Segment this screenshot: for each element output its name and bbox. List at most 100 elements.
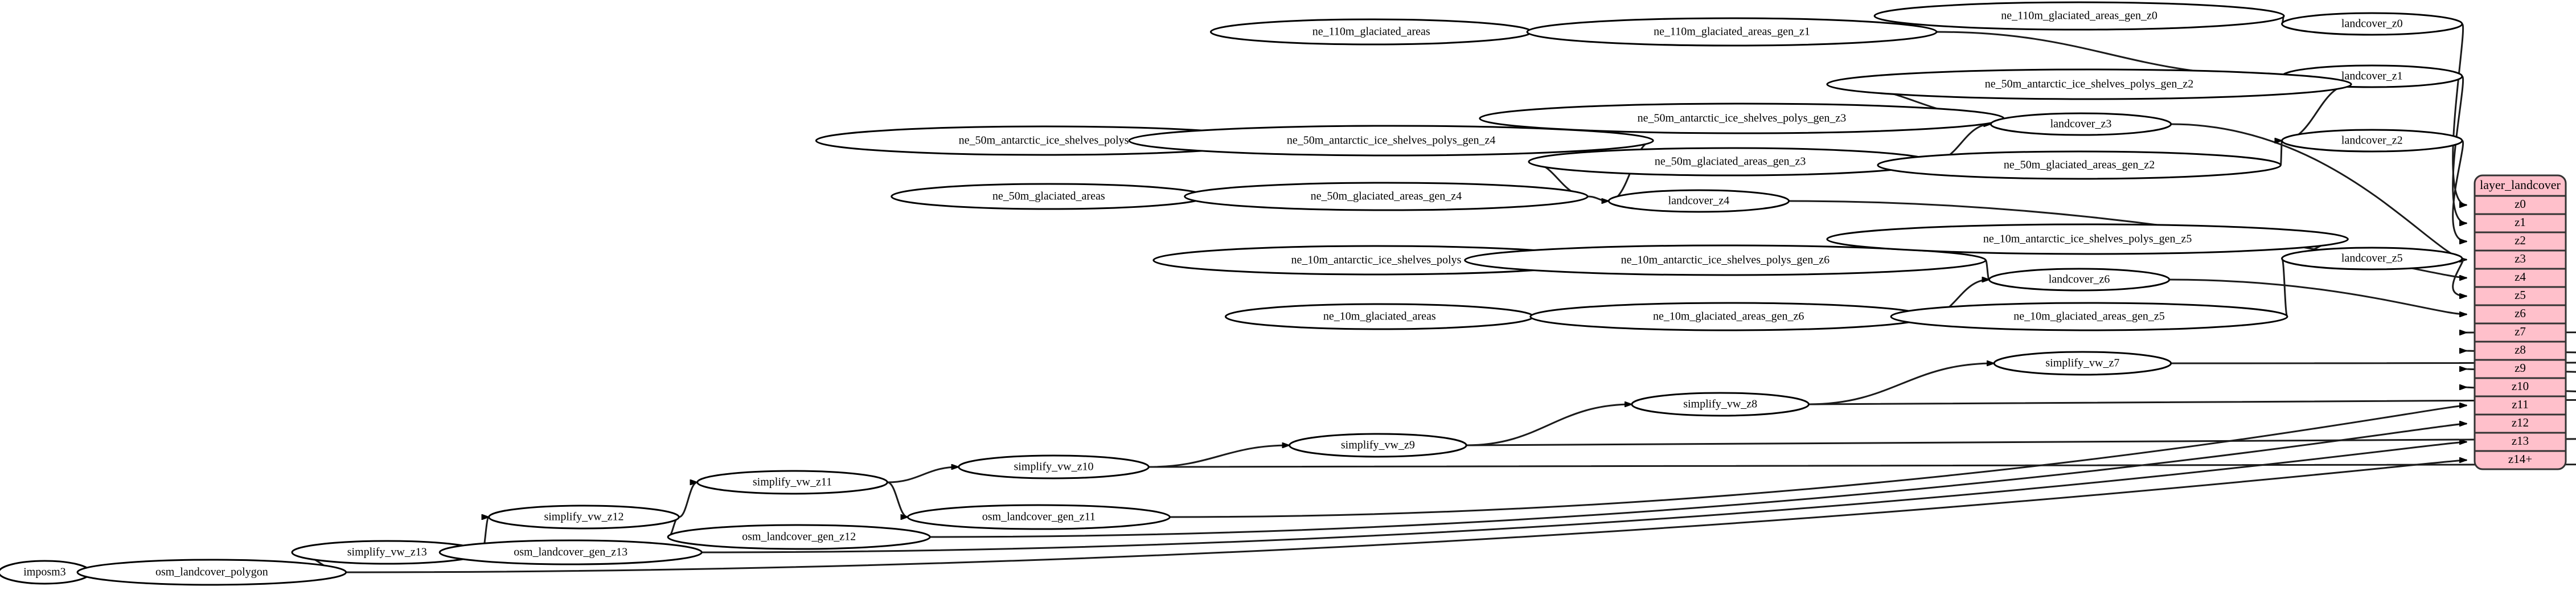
node-ne_110m_glaciated_areas_gen_z1[interactable]: ne_110m_glaciated_areas_gen_z1 [1526,17,1938,47]
node-ne_10m_antarctic_ice_shelves_polys_gen_z6[interactable]: ne_10m_antarctic_ice_shelves_polys_gen_z… [1464,244,1987,276]
node-simplify_vw_z8[interactable]: simplify_vw_z8 [1631,392,1810,417]
node-label: ne_50m_antarctic_ice_shelves_polys_gen_z… [1638,112,1847,125]
node-osm_landcover_gen_z13[interactable]: osm_landcover_gen_z13 [438,539,703,565]
record-node-layer: layer_landcoverz0z1z2z3z4z5z6z7z8z9z10z1… [2474,174,2567,470]
node-label: ne_10m_glaciated_areas [1323,310,1436,323]
node-shape [906,504,1171,530]
node-ne_10m_glaciated_areas_gen_z5[interactable]: ne_10m_glaciated_areas_gen_z5 [1890,302,2288,331]
edge-layer [77,16,2576,572]
edge-ne_50m_glaciated_areas_gen_z2-to-landcover_z2 [2280,141,2283,166]
record-row-z0[interactable]: z0 [2515,197,2526,211]
record-row-z11[interactable]: z11 [2512,397,2529,411]
node-ne_10m_glaciated_areas[interactable]: ne_10m_glaciated_areas [1224,303,1535,330]
node-label: ne_110m_glaciated_areas_gen_z1 [1654,26,1810,38]
node-shape [76,559,347,586]
record-row-z9[interactable]: z9 [2515,361,2526,375]
node-shape [1988,268,2171,292]
node-label: simplify_vw_z8 [1683,398,1757,411]
edge-osm_landcover_gen_z13-to-layer_landcover-z13 [702,442,2467,553]
node-ne_50m_antarctic_ice_shelves_polys_gen_z4[interactable]: ne_50m_antarctic_ice_shelves_polys_gen_z… [1128,125,1654,157]
edge-simplify_vw_z8-to-osm_landcover_gen_z8 [1808,402,2576,405]
node-shape [1877,150,2282,180]
node-shape [1826,68,2352,100]
node-landcover_z2[interactable]: landcover_z2 [2281,129,2463,153]
record-row-z2[interactable]: z2 [2515,233,2526,247]
node-simplify_vw_z11[interactable]: simplify_vw_z11 [696,470,888,495]
edge-simplify_vw_z9-to-simplify_vw_z8 [1466,404,1632,446]
node-shape [1464,244,1987,276]
node-landcover_z4[interactable]: landcover_z4 [1607,189,1790,213]
edge-simplify_vw_z11-to-osm_landcover_gen_z11 [887,481,908,517]
node-simplify_vw_z7[interactable]: simplify_vw_z7 [1993,351,2172,376]
node-label: landcover_z2 [2341,134,2403,147]
node-shape [438,539,703,565]
node-ne_50m_glaciated_areas_gen_z3[interactable]: ne_50m_glaciated_areas_gen_z3 [1528,147,1933,177]
edge-ne_50m_glaciated_areas_gen_z4-to-landcover_z4 [1588,195,1609,201]
node-shape [696,470,888,495]
record-row-z7[interactable]: z7 [2515,325,2526,338]
node-label: ne_50m_antarctic_ice_shelves_polys_gen_z… [1287,134,1496,147]
node-shape [1873,1,2285,31]
node-label: simplify_vw_z9 [1341,439,1415,452]
node-simplify_vw_z12[interactable]: simplify_vw_z12 [488,505,680,530]
node-shape [1526,17,1938,47]
node-ne_50m_glaciated_areas[interactable]: ne_50m_glaciated_areas [891,183,1207,210]
node-ne_10m_glaciated_areas_gen_z6[interactable]: ne_10m_glaciated_areas_gen_z6 [1529,302,1928,331]
node-landcover_z6[interactable]: landcover_z6 [1988,268,2171,292]
node-landcover_z3[interactable]: landcover_z3 [1990,112,2172,136]
record-row-z8[interactable]: z8 [2515,343,2526,356]
record-row-z4[interactable]: z4 [2515,270,2526,284]
node-shape [1128,125,1654,157]
node-ne_50m_glaciated_areas_gen_z2[interactable]: ne_50m_glaciated_areas_gen_z2 [1877,150,2282,180]
node-ne_50m_antarctic_ice_shelves_polys_gen_z2[interactable]: ne_50m_antarctic_ice_shelves_polys_gen_z… [1826,68,2352,100]
node-ne_10m_antarctic_ice_shelves_polys_gen_z5[interactable]: ne_10m_antarctic_ice_shelves_polys_gen_z… [1826,223,2349,255]
node-label: ne_50m_antarctic_ice_shelves_polys_gen_z… [1985,78,2194,91]
edge-simplify_vw_z10-to-osm_landcover_gen_z10 [1148,465,2576,468]
node-simplify_vw_z10[interactable]: simplify_vw_z10 [958,454,1150,479]
node-imposm3[interactable]: imposm3 [0,560,92,585]
node-ne_110m_glaciated_areas_gen_z0[interactable]: ne_110m_glaciated_areas_gen_z0 [1873,1,2285,31]
node-label: ne_10m_antarctic_ice_shelves_polys_gen_z… [1983,233,2192,245]
node-label: ne_50m_antarctic_ice_shelves_polys [959,134,1129,147]
node-landcover_z5[interactable]: landcover_z5 [2281,247,2463,270]
node-label: simplify_vw_z12 [544,511,624,523]
node-label: simplify_vw_z10 [1014,461,1093,473]
node-label: osm_landcover_polygon [155,566,268,579]
node-label: osm_landcover_gen_z13 [514,546,627,559]
node-label: simplify_vw_z11 [753,476,832,489]
node-shape [667,524,931,550]
node-shape [958,454,1150,479]
record-row-z3[interactable]: z3 [2515,252,2526,265]
node-layer: imposm3 osm_landcover_polygon simplify_vw_… [0,1,2463,586]
record-row-z14+[interactable]: z14+ [2508,452,2532,466]
node-osm_landcover_gen_z11[interactable]: osm_landcover_gen_z11 [906,504,1171,530]
node-ne_10m_antarctic_ice_shelves_polys[interactable]: ne_10m_antarctic_ice_shelves_polys [1152,245,1600,276]
edge-ne_10m_antarctic_ice_shelves_polys_gen_z6-to-landcover_z6 [1986,259,1990,280]
edge-landcover_z1-to-layer_landcover-z1 [2452,75,2467,223]
node-shape [488,505,680,530]
record-node-layer_landcover[interactable]: layer_landcoverz0z1z2z3z4z5z6z7z8z9z10z1… [2474,174,2567,470]
node-shape [1631,392,1810,417]
node-osm_landcover_gen_z12[interactable]: osm_landcover_gen_z12 [667,524,931,550]
node-shape [2281,247,2463,270]
edge-landcover_z6-to-layer_landcover-z6 [2169,278,2467,314]
node-ne_110m_glaciated_areas[interactable]: ne_110m_glaciated_areas [1209,18,1533,46]
record-row-z6[interactable]: z6 [2515,306,2526,320]
edge-osm_landcover_gen_z11-to-layer_landcover-z11 [1170,405,2467,518]
record-row-z12[interactable]: z12 [2512,416,2529,429]
record-row-z1[interactable]: z1 [2515,215,2526,229]
node-simplify_vw_z9[interactable]: simplify_vw_z9 [1289,433,1467,458]
node-label: osm_landcover_gen_z12 [742,531,856,543]
record-row-z5[interactable]: z5 [2515,288,2526,302]
record-row-z13[interactable]: z13 [2512,434,2529,448]
node-landcover_z0[interactable]: landcover_z0 [2281,12,2463,36]
record-row-z10[interactable]: z10 [2512,379,2529,393]
node-ne_50m_glaciated_areas_gen_z4[interactable]: ne_50m_glaciated_areas_gen_z4 [1184,182,1589,211]
node-shape [1890,302,2288,331]
node-label: ne_110m_glaciated_areas_gen_z0 [2001,10,2157,22]
node-label: ne_10m_antarctic_ice_shelves_polys [1291,254,1462,266]
node-osm_landcover_polygon[interactable]: osm_landcover_polygon [76,559,347,586]
node-ne_50m_antarctic_ice_shelves_polys_gen_z3[interactable]: ne_50m_antarctic_ice_shelves_polys_gen_z… [1479,102,2005,134]
node-shape [2281,129,2463,153]
edge-landcover_z0-to-layer_landcover-z0 [2452,23,2467,205]
